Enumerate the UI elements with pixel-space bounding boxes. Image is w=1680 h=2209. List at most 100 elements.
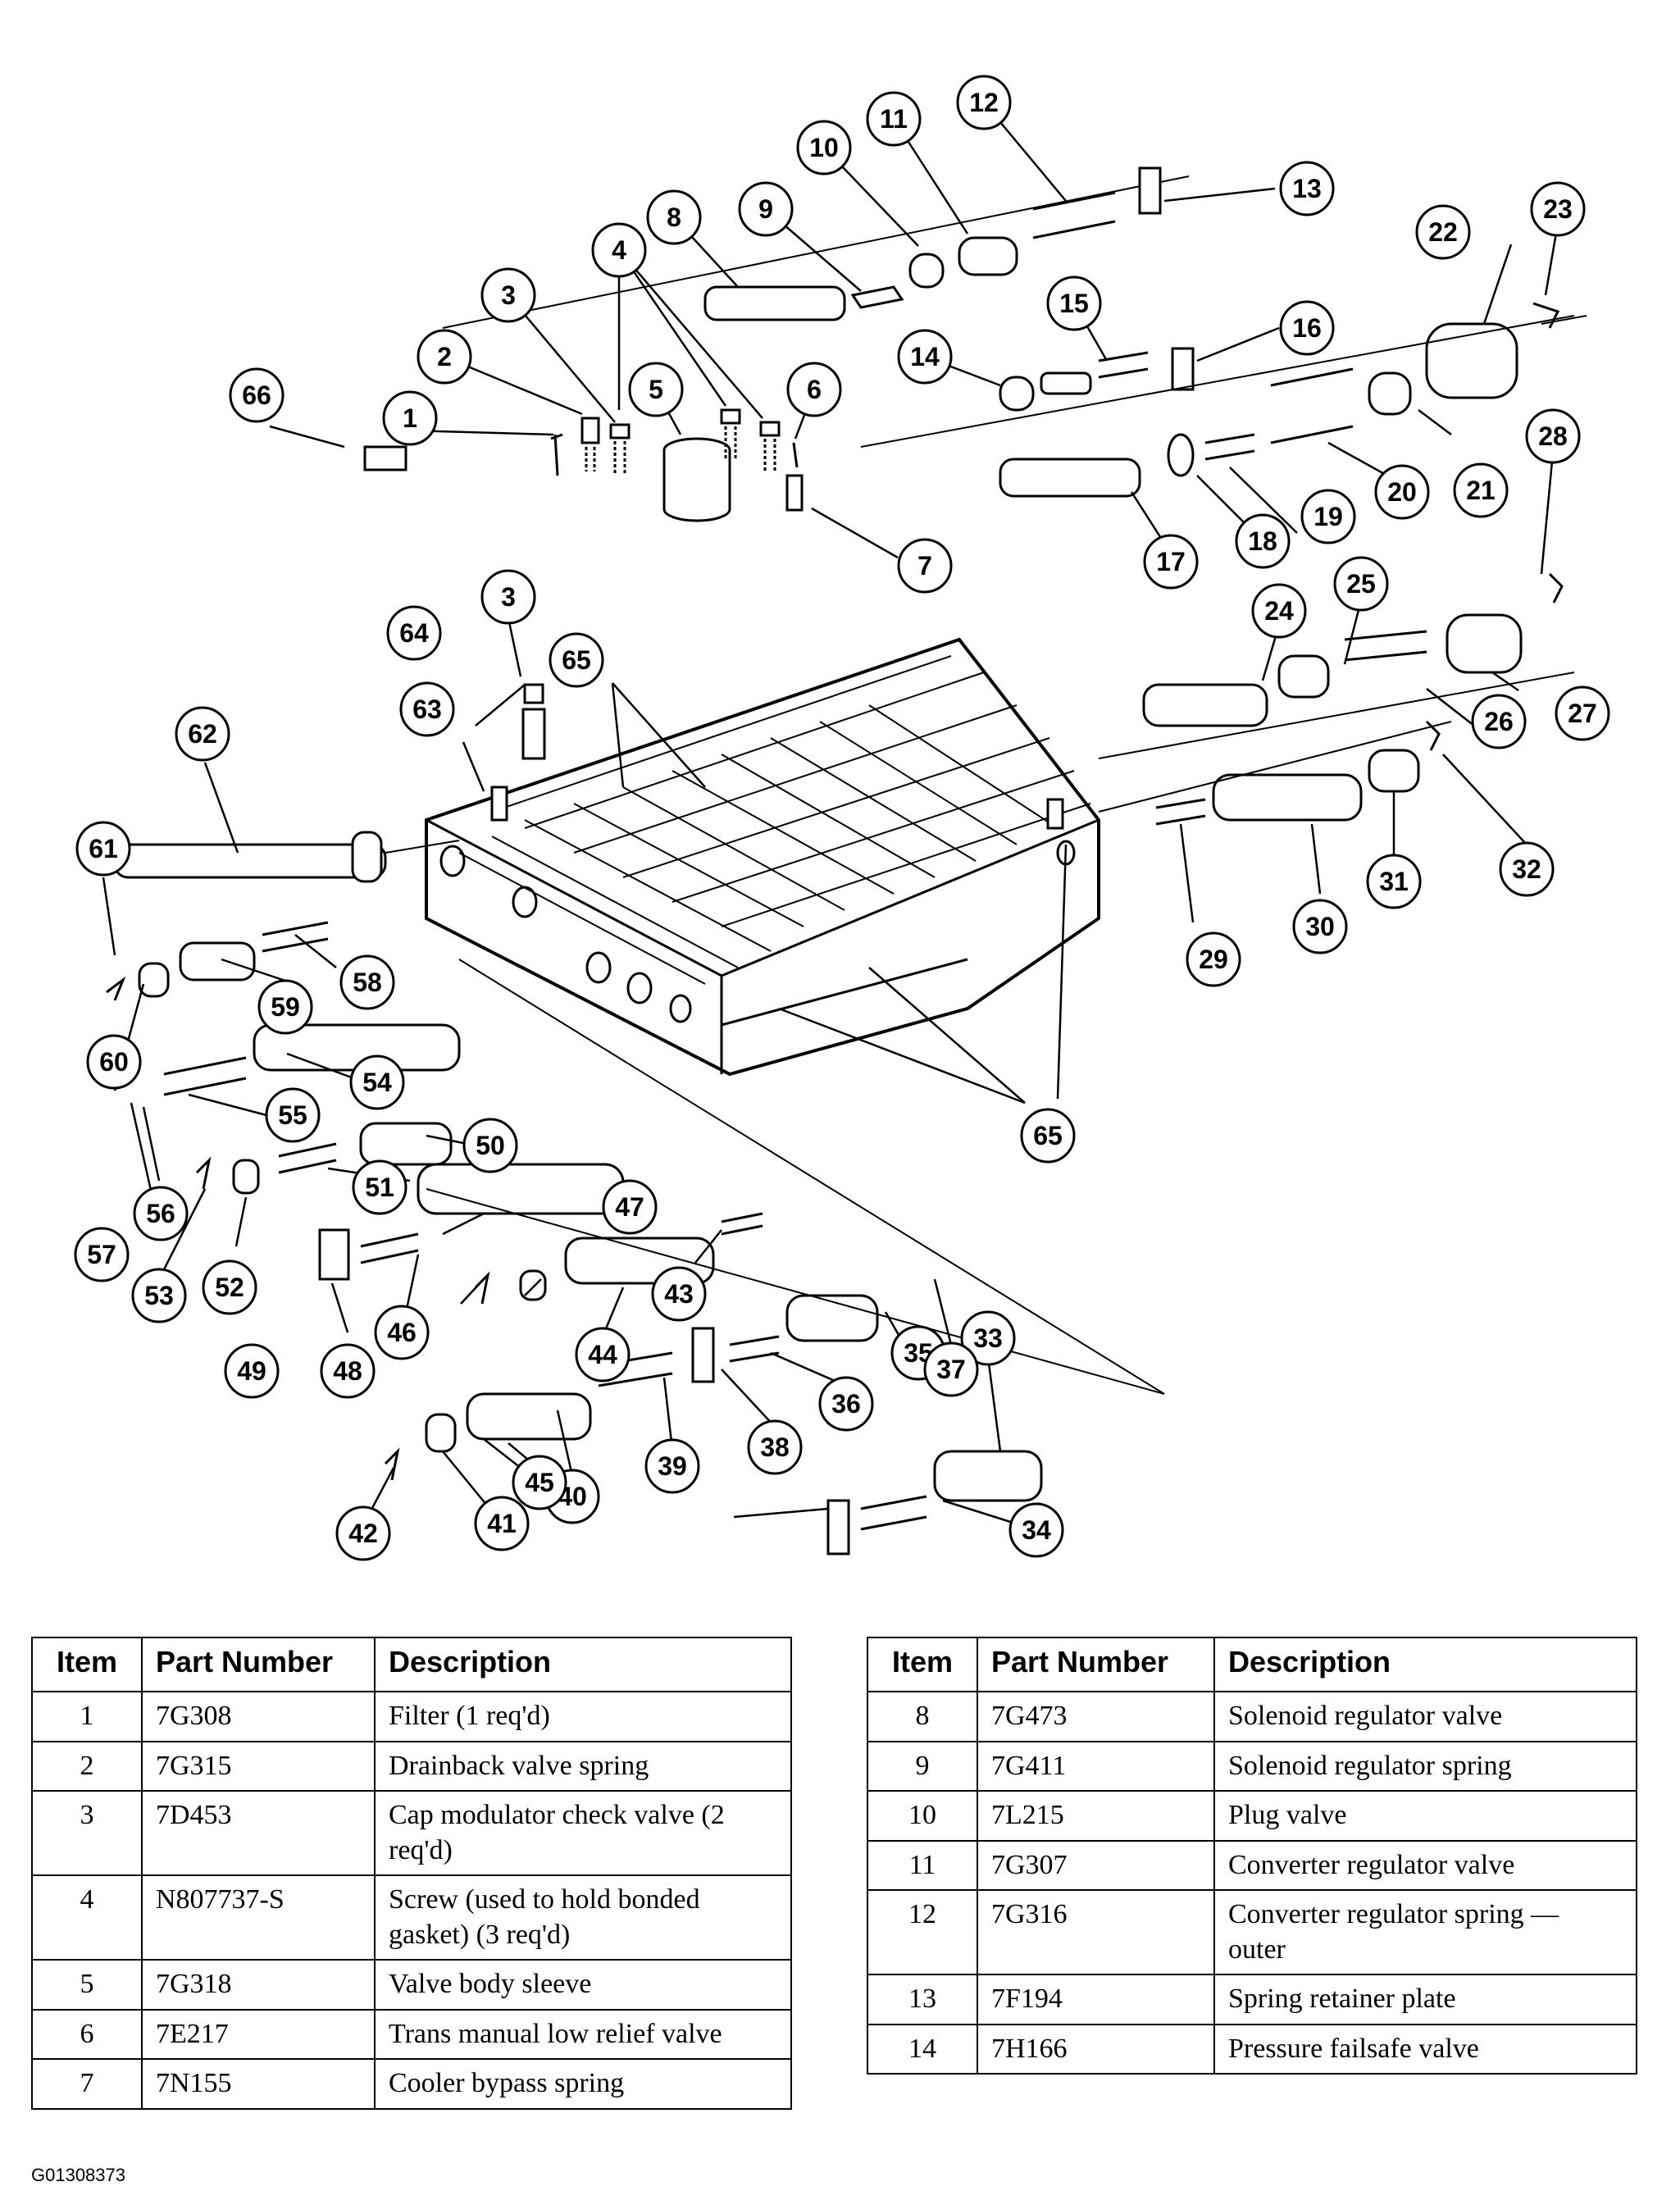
callout-circle <box>86 1034 142 1090</box>
callout-circle <box>956 75 1012 130</box>
callout-circle <box>818 1376 874 1432</box>
cell-part-number: 7G473 <box>977 1691 1215 1742</box>
cell-description: Valve body sleeve <box>374 1959 792 2011</box>
callout-24: 24 <box>1251 583 1307 639</box>
callout-circle <box>644 1438 700 1494</box>
callout-label: 44 <box>588 1340 617 1369</box>
callout-circle <box>1333 556 1389 612</box>
callout-18: 18 <box>1235 513 1291 569</box>
callout-50: 50 <box>462 1118 518 1173</box>
callout-circle <box>1471 694 1527 749</box>
callout-30: 30 <box>1292 899 1348 954</box>
callout-29: 29 <box>1186 931 1241 987</box>
callout-circle <box>480 267 536 323</box>
callout-label: 63 <box>412 695 442 724</box>
callout-label: 41 <box>487 1509 517 1538</box>
callout-circle <box>1008 1502 1064 1558</box>
callout-label: 31 <box>1379 867 1409 896</box>
callout-10: 10 <box>796 120 852 175</box>
callout-label: 60 <box>99 1047 129 1077</box>
callout-56: 56 <box>133 1186 189 1241</box>
table-row: 11 7G307 Converter regulator valve <box>867 1839 1637 1891</box>
callout-label: 7 <box>917 551 932 581</box>
callout-circle <box>1525 408 1581 464</box>
callout-54: 54 <box>349 1054 405 1110</box>
callout-55: 55 <box>265 1087 321 1143</box>
callout-circle <box>1251 583 1307 639</box>
cell-part-number: 7E217 <box>141 2008 376 2060</box>
cell-part-number: 7G307 <box>977 1839 1215 1891</box>
callout-circle <box>1046 276 1102 331</box>
callout-circle <box>474 1496 530 1551</box>
cell-item: 6 <box>31 2008 143 2060</box>
callout-circle <box>738 181 794 237</box>
cell-description: Trans manual low relief valve <box>374 2008 792 2060</box>
callout-circle <box>591 222 647 278</box>
top-small-parts <box>363 408 804 760</box>
callout-label: 17 <box>1156 547 1186 576</box>
cell-item: 4 <box>31 1874 143 1961</box>
callout-label: 62 <box>188 719 217 749</box>
callout-label: 61 <box>89 834 118 863</box>
callout-65: 65 <box>1020 1108 1076 1164</box>
callout-34: 34 <box>1008 1502 1064 1558</box>
callout-circle <box>786 362 842 417</box>
callout-label: 21 <box>1466 476 1496 505</box>
callout-circle <box>229 367 285 423</box>
column-header-part-number: Part Number <box>977 1637 1215 1692</box>
callout-41: 41 <box>474 1496 530 1551</box>
callout-circle <box>1374 464 1430 520</box>
callout-circle <box>575 1327 631 1382</box>
callout-label: 34 <box>1022 1515 1051 1545</box>
callout-circle <box>1530 181 1586 237</box>
cell-part-number: N807737-S <box>141 1874 376 1961</box>
callout-label: 48 <box>333 1356 362 1386</box>
cell-item: 11 <box>867 1839 978 1891</box>
callout-33: 33 <box>960 1310 1016 1366</box>
callout-39: 39 <box>644 1438 700 1494</box>
cell-description: Converter regulator valve <box>1213 1839 1637 1891</box>
callout-label: 32 <box>1512 854 1541 884</box>
callout-3: 3 <box>480 267 536 323</box>
callout-label: 58 <box>353 968 382 997</box>
callout-7: 7 <box>897 538 953 594</box>
table-row: 4 N807737-S Screw (used to hold bonded g… <box>31 1874 792 1961</box>
callout-label: 2 <box>437 342 452 371</box>
table-row: 10 7L215 Plug valve <box>867 1790 1637 1842</box>
table-row: 3 7D453 Cap modulator check valve (2 req… <box>31 1790 792 1876</box>
callout-45: 45 <box>512 1455 567 1510</box>
callout-circle <box>1020 1108 1076 1164</box>
cell-description: Solenoid regulator spring <box>1213 1740 1637 1792</box>
callout-label: 27 <box>1568 699 1597 728</box>
callout-21: 21 <box>1453 462 1509 518</box>
callout-circle <box>1143 534 1199 590</box>
callout-58: 58 <box>339 954 395 1010</box>
table-row: 5 7G318 Valve body sleeve <box>31 1959 792 2011</box>
callout-circle <box>339 954 395 1010</box>
cell-description: Cooler bypass spring <box>374 2058 792 2110</box>
callout-circle <box>224 1343 280 1399</box>
callout-label: 9 <box>758 194 773 224</box>
callout-13: 13 <box>1279 161 1335 216</box>
cell-description: Cap modulator check valve (2 req'd) <box>374 1790 792 1876</box>
leader-lines <box>102 102 1559 1532</box>
callout-label: 57 <box>87 1240 116 1269</box>
callout-label: 56 <box>146 1199 175 1228</box>
callout-circle <box>133 1186 189 1241</box>
callout-label: 33 <box>973 1323 1003 1353</box>
callout-8: 8 <box>646 189 702 245</box>
callout-23: 23 <box>1530 181 1586 237</box>
callout-37: 37 <box>923 1341 979 1397</box>
callout-circle <box>960 1310 1016 1366</box>
callout-22: 22 <box>1415 204 1471 260</box>
column-header-part-number: Part Number <box>141 1637 376 1692</box>
callout-label: 52 <box>215 1273 244 1302</box>
callout-label: 26 <box>1484 707 1514 736</box>
callout-16: 16 <box>1279 300 1335 356</box>
callout-49: 49 <box>224 1343 280 1399</box>
callout-63: 63 <box>399 681 455 737</box>
callout-circle <box>1366 854 1422 909</box>
callout-circle <box>549 632 604 688</box>
callout-44: 44 <box>575 1327 631 1382</box>
